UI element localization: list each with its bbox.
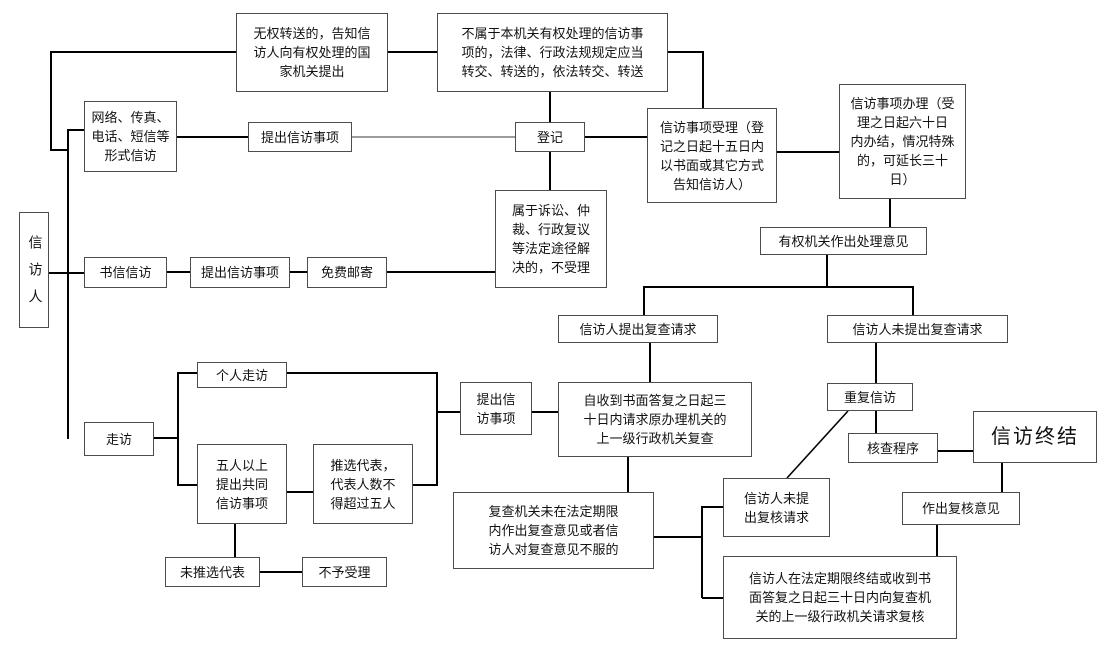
connector-line-v [1001,462,1003,493]
box-submit-matter-top: 提出信访事项 [248,122,352,152]
box-review-requested: 信访人提出复查请求 [558,315,718,343]
box-handling: 信访事项办理（受 理之日起六十日 内办结，情况特殊 的，可延长三十 日） [839,84,966,199]
box-repeat-petition: 重复信访 [827,383,913,411]
connector-line-v [701,506,703,598]
connector-line-v [436,372,438,486]
box-online-channels: 网络、传真、 电话、短信等 形式信访 [84,101,177,172]
connector-line-v [627,456,629,492]
connector-line-v [549,92,551,122]
connector-line-v [67,129,69,439]
connector-line-h [260,571,302,573]
connector-line-h [702,506,723,508]
connector-line-h [49,272,84,274]
connector-diagonal [786,410,849,479]
connector-line-h [178,372,197,374]
connector-line-v [549,151,551,190]
connector-line-v [643,286,645,316]
connector-line-h [178,484,197,486]
box-no-authority-transfer: 无权转送的，告知信 访人向有权处理的国 家机关提出 [236,13,388,92]
connector-line-v [826,254,828,287]
connector-line-h [68,129,84,131]
connector-line-h [654,536,702,538]
connector-line-v [649,343,651,383]
connector-line-v [936,524,938,557]
box-no-recheck-request: 信访人未提 出复核请求 [723,478,830,537]
connector-line-v [702,51,704,109]
connector-line-h [387,271,495,273]
box-recheck-opinion: 作出复核意见 [902,492,1020,525]
box-review-not-requested: 信访人未提出复查请求 [827,315,1008,343]
connector-line-h [51,149,69,151]
box-review-organ-failure: 复查机关未在法定期限 内作出复查意见或者信 访人对复查意见不服的 [453,492,654,569]
connector-line-h [702,597,723,599]
connector-line-v [177,372,179,486]
connector-line-v [912,286,914,316]
connector-line-h [644,286,913,288]
box-individual-visit: 个人走访 [197,362,287,388]
connector-line-h [437,411,460,413]
connector-line-h [668,51,704,53]
box-submit-matter-mid: 提出信访事项 [190,257,290,288]
box-authority-opinion: 有权机关作出处理意见 [760,227,927,255]
connector-line-h [167,271,190,273]
box-acceptance: 信访事项受理（登 记之日起十五日内 以书面或其它方式 告知信访人） [647,108,777,203]
box-not-of-this-organ: 不属于本机关有权处理的信访事 项的，法律、行政法规规定应当 转交、转送的，依法转… [437,13,668,92]
box-visit: 走访 [84,422,154,456]
connector-line-h [352,136,515,138]
connector-line-h [287,372,437,374]
connector-line-h [51,51,236,53]
connector-line-h [777,151,839,153]
box-verification-procedure: 核查程序 [848,433,938,463]
box-submit-matter-bottom: 提出信 访事项 [460,382,532,435]
box-elect-representatives: 推选代表， 代表人数不 得超过五人 [313,444,413,524]
box-letter-petition: 书信信访 [84,257,167,288]
connector-line-h [388,51,437,53]
box-not-accepted: 不予受理 [302,557,387,587]
box-recheck-request: 信访人在法定期限终结或收到书 面答复之日起三十日内向复查机 关的上一级行政机关请… [723,556,957,639]
box-petitioner: 信访人 [19,212,49,328]
box-register: 登记 [515,122,585,152]
connector-line-h [413,484,437,486]
connector-line-v [875,410,877,434]
connector-line-h [154,437,178,439]
connector-line-h [585,136,647,138]
box-legal-channel-not-accepted: 属于诉讼、仲 裁、行政复议 等法定途径解 决的，不受理 [495,190,607,288]
connector-line-v [875,343,877,383]
box-petition-termination: 信访终结 [973,411,1097,463]
connector-line-h [290,271,307,273]
connector-line-v [889,199,891,227]
connector-line-v [50,51,52,151]
connector-line-h [532,411,558,413]
box-five-or-more: 五人以上 提出共同 信访事项 [197,444,287,524]
box-free-mail: 免费邮寄 [307,257,387,288]
connector-line-h [938,450,973,452]
connector-line-h [177,136,248,138]
box-review-within-30-days: 自收到书面答复之日起三 十日内请求原办理机关的 上一级行政机关复查 [558,382,752,457]
connector-line-h [287,491,313,493]
connector-line-v [234,523,236,557]
box-no-representative: 未推选代表 [165,557,260,587]
